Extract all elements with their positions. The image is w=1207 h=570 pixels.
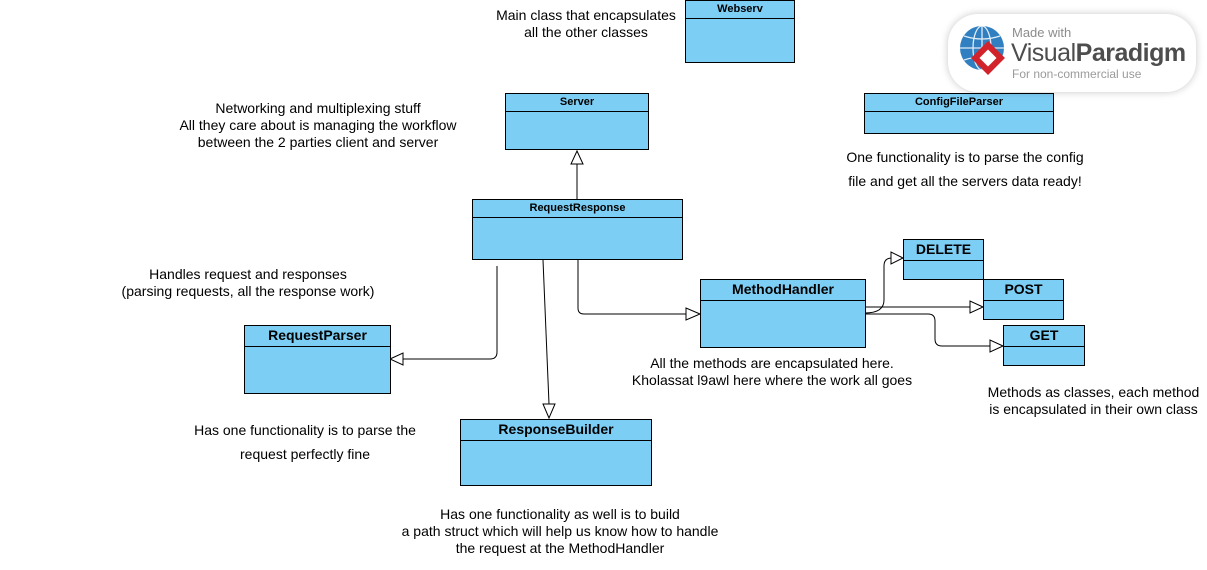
note-server: Networking and multiplexing stuff All th…: [158, 100, 478, 151]
note-line: the request at the MethodHandler: [455, 540, 665, 556]
visual-paradigm-watermark: Made with VisualParadigm For non-commerc…: [948, 14, 1196, 92]
note-response-builder: Has one functionality as well is to buil…: [380, 506, 740, 557]
class-request-response[interactable]: RequestResponse: [472, 199, 683, 260]
note-line: All they care about is managing the work…: [179, 117, 457, 133]
class-webserv[interactable]: Webserv: [685, 0, 795, 63]
class-response-builder[interactable]: ResponseBuilder: [460, 419, 652, 486]
note-line: (parsing requests, all the response work…: [121, 283, 375, 299]
arrowhead-get: [989, 339, 1005, 353]
note-line: Kholassat l9awl here where the work all …: [631, 372, 913, 388]
note-line: Methods as classes, each method: [987, 384, 1200, 400]
class-name: RequestResponse: [473, 200, 682, 218]
class-name: MethodHandler: [701, 280, 865, 301]
arrowhead-delete: [890, 251, 905, 265]
note-request-response: Handles request and responses (parsing r…: [98, 266, 398, 300]
note-line: file and get all the servers data ready!: [848, 173, 1082, 189]
visual-paradigm-logo-icon: [960, 25, 1005, 75]
note-line: Main class that encapsulates: [496, 7, 676, 23]
edge-methodhandler-get: [865, 313, 990, 347]
watermark-brand-regular: Visual: [1011, 39, 1076, 67]
class-delete[interactable]: DELETE: [903, 239, 984, 280]
note-line: Has one functionality as well is to buil…: [440, 506, 680, 522]
note-methods: Methods as classes, each method is encap…: [980, 384, 1207, 418]
note-line: between the 2 parties client and server: [197, 134, 439, 150]
note-line: request perfectly fine: [240, 446, 370, 462]
arrowhead-responsebuilder: [542, 403, 556, 420]
class-name: POST: [984, 280, 1063, 301]
arrowhead-server: [570, 149, 584, 165]
note-line: One functionality is to parse the config: [846, 149, 1084, 165]
class-get[interactable]: GET: [1003, 325, 1085, 366]
class-post[interactable]: POST: [983, 279, 1064, 320]
note-line: Networking and multiplexing stuff: [215, 100, 421, 116]
edge-requestresponse-requestparser: [403, 266, 498, 360]
note-line: all the other classes: [524, 24, 648, 40]
class-config-file-parser[interactable]: ConfigFileParser: [864, 93, 1054, 134]
class-name: Webserv: [686, 1, 794, 19]
class-name: ConfigFileParser: [865, 94, 1053, 112]
note-line: All the methods are encapsulated here.: [650, 355, 894, 371]
edge-requestresponse-responsebuilder: [542, 259, 550, 405]
edge-requestresponse-methodhandler: [577, 260, 686, 315]
class-method-handler[interactable]: MethodHandler: [700, 279, 866, 348]
watermark-brand-bold: Paradigm: [1075, 39, 1186, 67]
note-method-handler: All the methods are encapsulated here. K…: [612, 355, 932, 389]
edge-methodhandler-delete: [864, 257, 893, 314]
class-name: ResponseBuilder: [461, 420, 651, 441]
note-line: Has one functionality is to parse the: [194, 422, 416, 438]
watermark-made-with: Made with: [1012, 25, 1072, 40]
note-webserv: Main class that encapsulates all the oth…: [486, 7, 686, 41]
arrowhead-requestparser: [388, 352, 404, 366]
note-line: is encapsulated in their own class: [989, 401, 1198, 417]
class-server[interactable]: Server: [505, 93, 649, 150]
note-line: Handles request and responses: [149, 266, 347, 282]
note-config: One functionality is to parse the config…: [820, 145, 1110, 193]
arrowhead-post: [969, 300, 985, 314]
class-name: DELETE: [904, 240, 983, 261]
class-name: RequestParser: [245, 326, 390, 347]
arrowhead-methodhandler: [685, 307, 702, 321]
class-name: Server: [506, 94, 648, 112]
watermark-usage: For non-commercial use: [1012, 67, 1142, 81]
class-request-parser[interactable]: RequestParser: [244, 325, 391, 394]
note-request-parser: Has one functionality is to parse the re…: [170, 418, 440, 466]
note-line: a path struct which will help us know ho…: [401, 523, 719, 539]
class-name: GET: [1004, 326, 1084, 347]
watermark-brand: VisualParadigm: [1011, 38, 1186, 68]
